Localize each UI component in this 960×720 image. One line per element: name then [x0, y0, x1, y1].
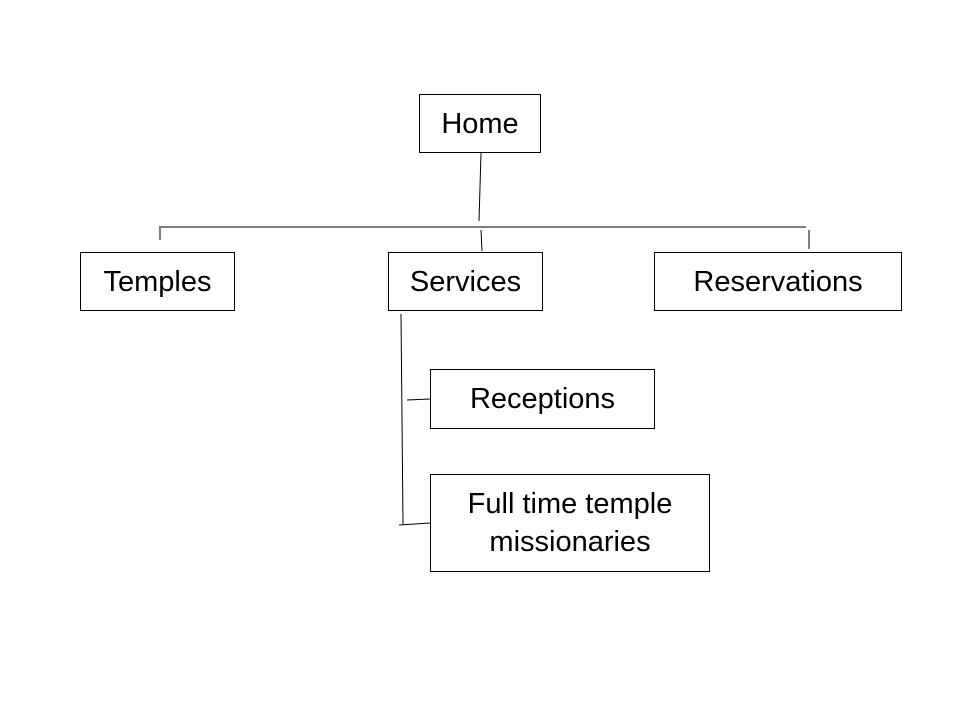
connector-to-receptions [406, 398, 431, 401]
node-receptions: Receptions [430, 369, 655, 429]
node-temples-label: Temples [103, 265, 212, 298]
node-services-label: Services [409, 265, 522, 298]
connector-to-missionaries [398, 522, 431, 526]
connector-services-vertical [400, 313, 404, 525]
node-full-time-temple-missionaries: Full time temple missionaries [430, 474, 710, 572]
connector-to-services [480, 229, 483, 252]
node-reservations: Reservations [654, 252, 902, 311]
node-receptions-label: Receptions [469, 383, 616, 415]
node-home-label: Home [441, 107, 519, 140]
node-services: Services [388, 252, 543, 311]
node-reservations-label: Reservations [693, 265, 863, 298]
connector-home-down [478, 152, 482, 222]
node-temples: Temples [80, 252, 235, 311]
node-missionaries-label-line1: Full time temple [467, 488, 673, 520]
node-home: Home [419, 94, 541, 153]
node-missionaries-label-line2: missionaries [489, 526, 651, 558]
